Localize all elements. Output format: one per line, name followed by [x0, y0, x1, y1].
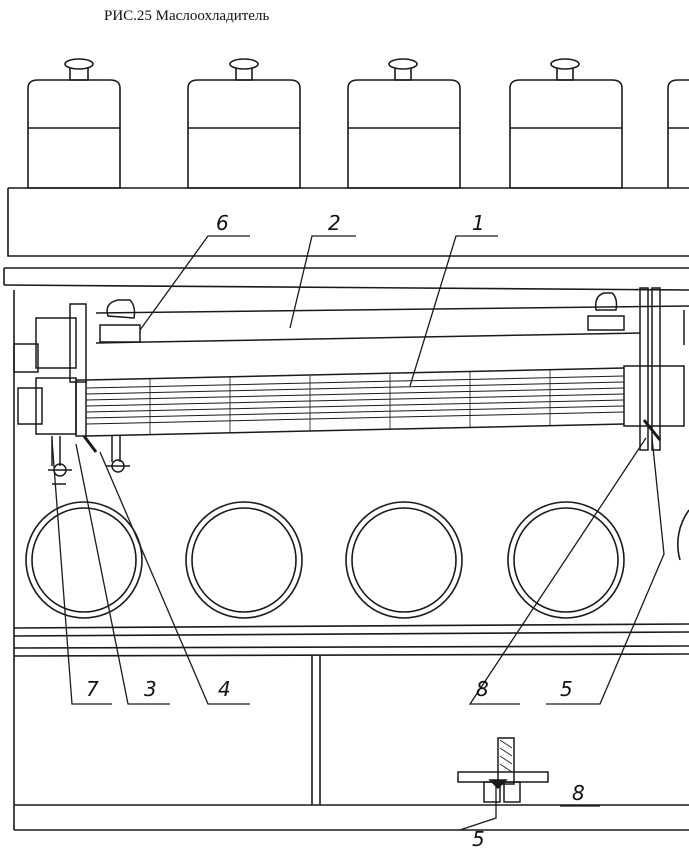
leader-1 — [409, 235, 498, 387]
leader-8-top — [468, 437, 647, 705]
cylinder-head-3 — [347, 58, 461, 189]
cylinder-head-5-partial — [667, 79, 689, 188]
crankcase-door-5-partial — [677, 509, 689, 561]
crankcase-door-2 — [185, 501, 303, 619]
callout-5-bottom: 5 — [472, 827, 485, 851]
callout-8-left: 8 — [476, 677, 489, 701]
callout-8-right: 8 — [572, 781, 585, 805]
oil-cooler — [13, 287, 689, 485]
cylinder-heads — [27, 58, 689, 189]
crankcase-door-1 — [25, 501, 143, 619]
leader-lines — [51, 235, 665, 831]
leader-4 — [99, 451, 250, 705]
crankcase-doors — [25, 501, 689, 619]
engine-frame — [3, 187, 689, 831]
leader-5-bottom — [459, 780, 497, 831]
crankcase-door-3 — [345, 501, 463, 619]
callout-3: 3 — [144, 677, 157, 701]
seal-detail-view — [457, 737, 549, 803]
tube-bundle — [85, 367, 625, 437]
callout-labels: 6 2 1 7 3 4 8 5 8 5 — [86, 211, 585, 851]
crankcase-door-4 — [507, 501, 625, 619]
callout-4: 4 — [218, 677, 231, 701]
leader-7 — [51, 439, 112, 705]
cylinder-head-2 — [187, 58, 301, 189]
cylinder-head-4 — [509, 58, 623, 189]
cylinder-head-1 — [27, 58, 121, 189]
figure-caption: РИС.25 Маслоохладитель — [104, 8, 270, 24]
drain-valves — [48, 435, 130, 485]
callout-7: 7 — [86, 677, 99, 701]
leader-3 — [75, 443, 170, 705]
leader-5-top — [546, 437, 665, 705]
callout-6: 6 — [216, 211, 229, 235]
cooler-right-end — [623, 287, 685, 451]
callout-1: 1 — [472, 211, 485, 235]
cooler-left-end — [13, 303, 87, 437]
callout-2: 2 — [328, 211, 341, 235]
leader-6 — [139, 235, 250, 331]
callout-5-right: 5 — [560, 677, 573, 701]
oil-pipe — [95, 292, 689, 345]
leader-2 — [289, 235, 356, 329]
